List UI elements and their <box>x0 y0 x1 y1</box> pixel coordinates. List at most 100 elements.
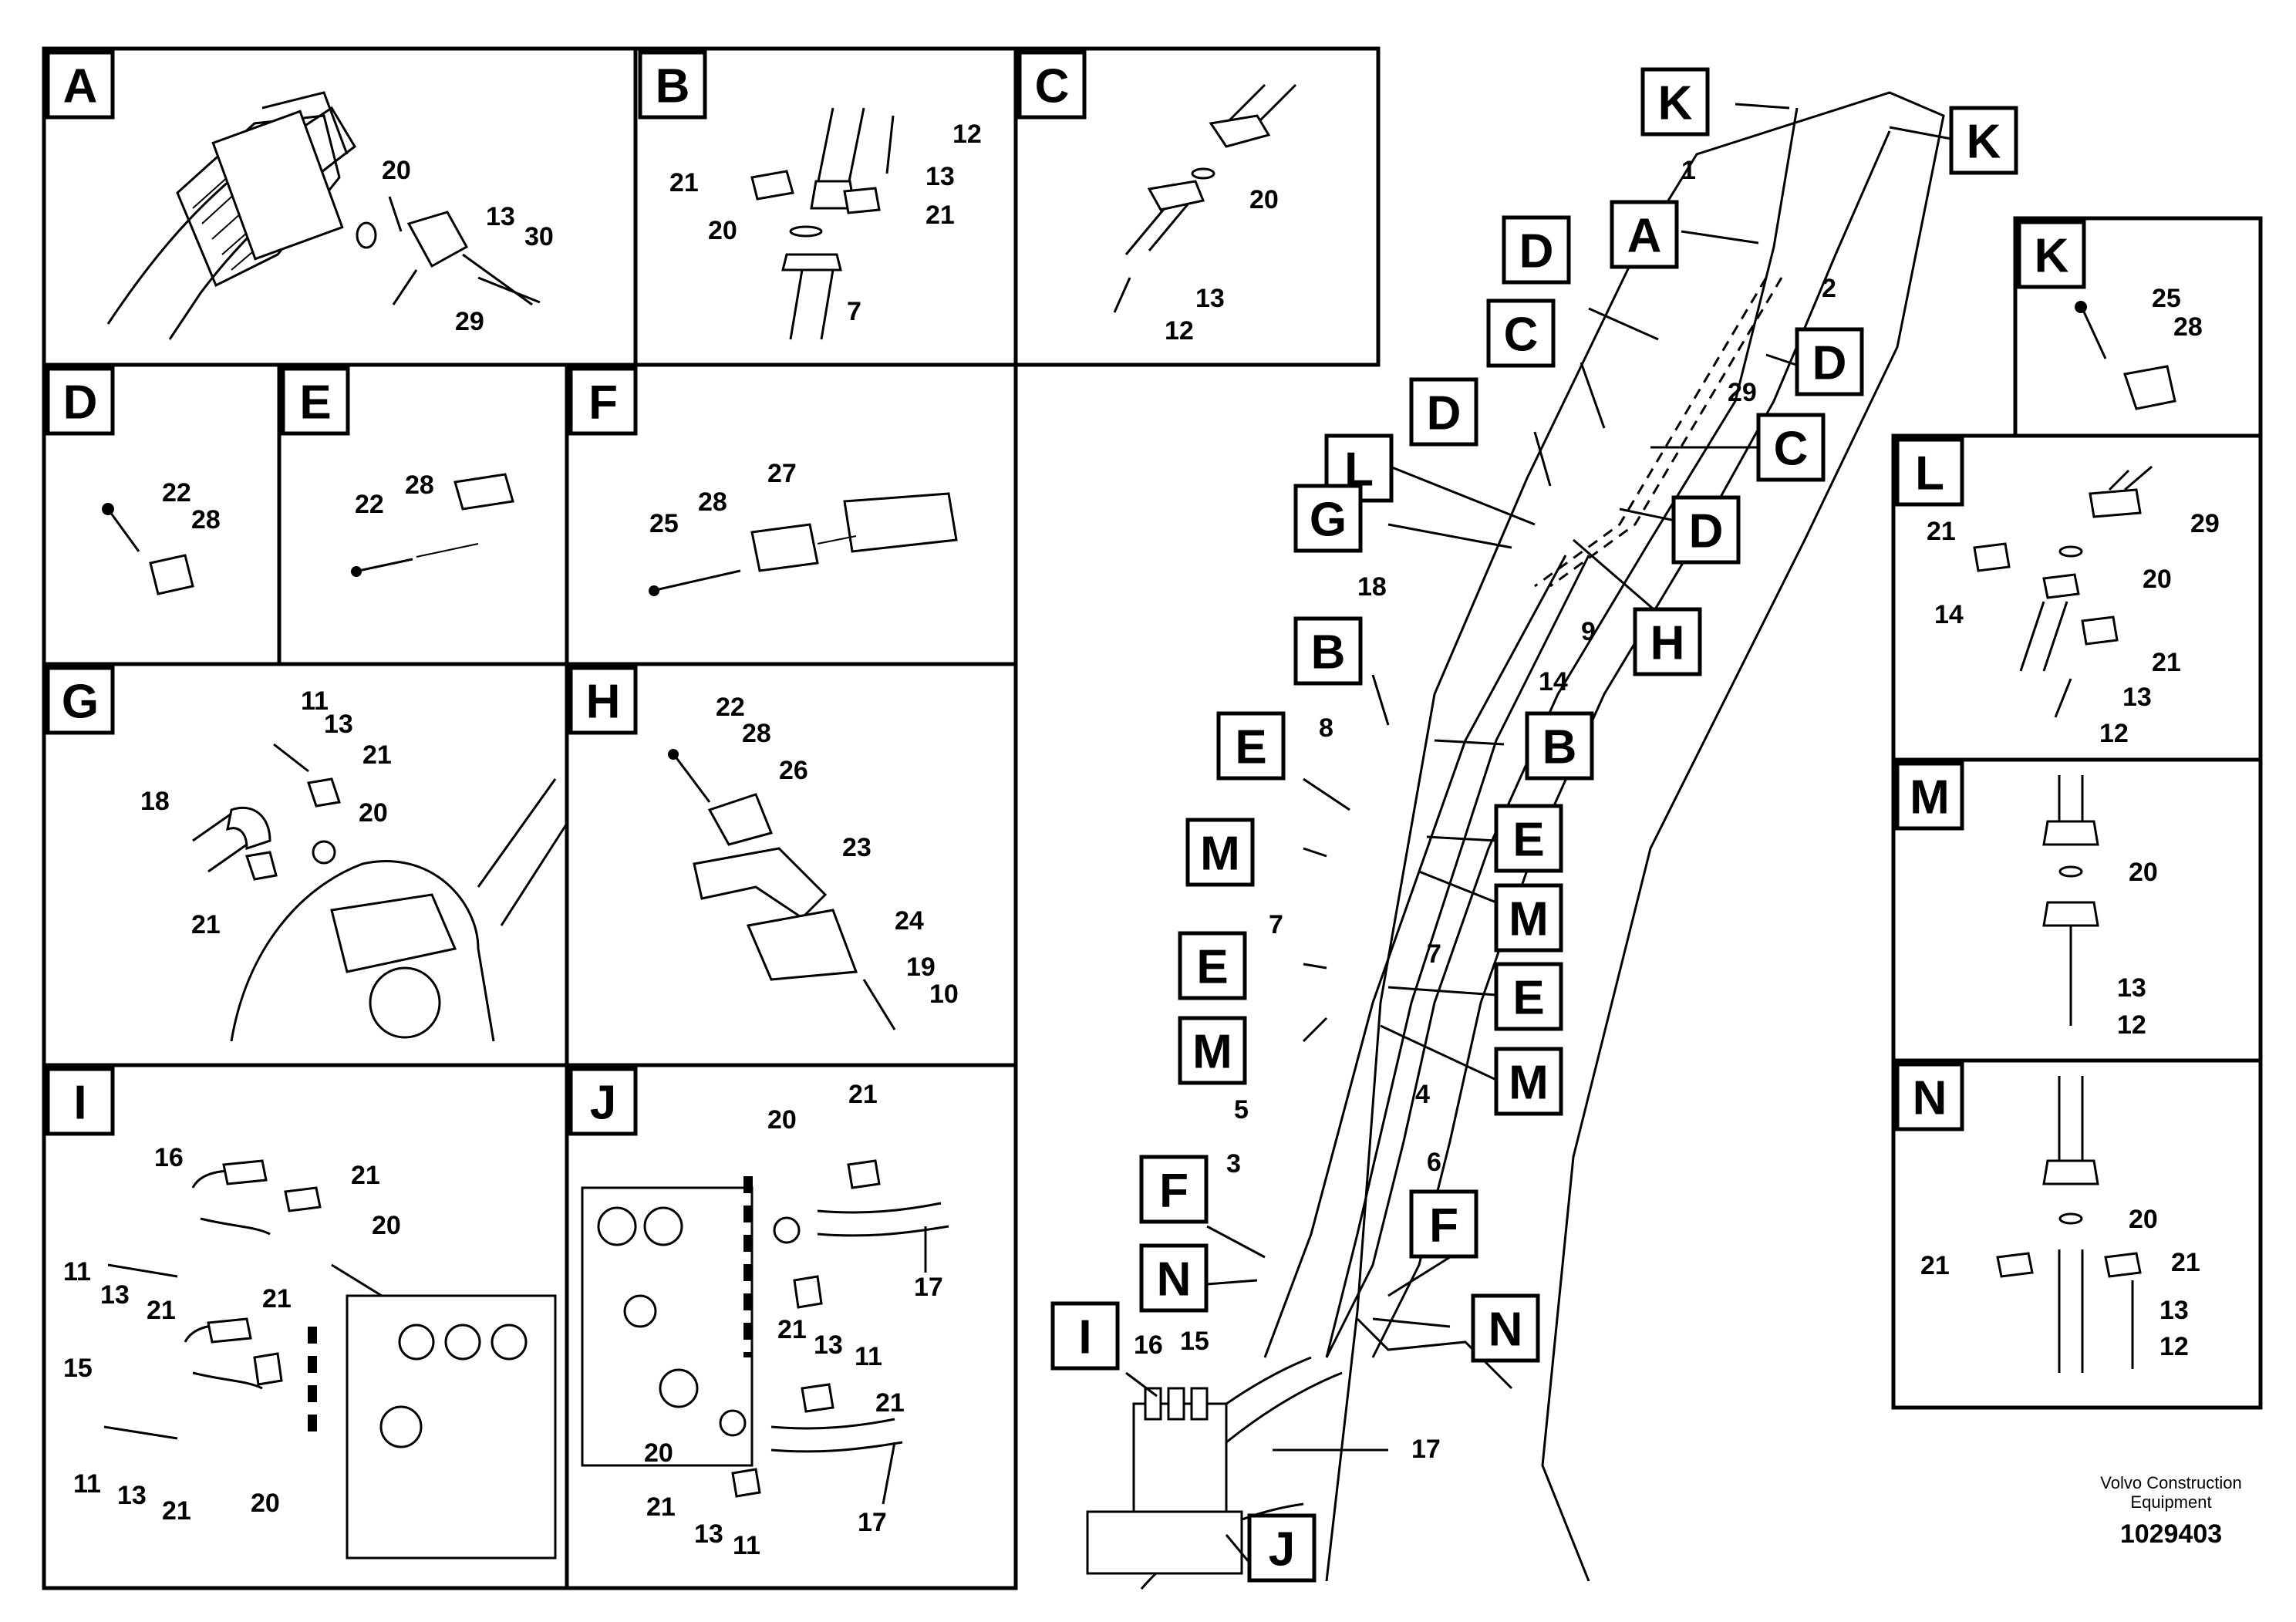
main-tag: E <box>1494 962 1563 1031</box>
callout: 30 <box>524 222 554 251</box>
callout: 3 <box>1226 1149 1241 1179</box>
callout: 20 <box>2129 858 2158 887</box>
callout: 21 <box>646 1492 676 1522</box>
main-tag: C <box>1486 298 1556 368</box>
brand-line-2: Equipment <box>2130 1492 2211 1512</box>
panel-g: G 11 13 21 18 20 21 <box>42 662 572 1067</box>
callout: 21 <box>191 910 221 939</box>
callout: 13 <box>117 1481 147 1510</box>
panel-j: J 20 21 17 21 13 11 21 20 21 13 11 17 <box>565 1063 1018 1590</box>
callout: 25 <box>649 509 679 538</box>
svg-text:D: D <box>1519 225 1554 278</box>
callout: 21 <box>362 740 392 770</box>
panel-d-tag: D <box>63 376 98 430</box>
main-tag: M <box>1494 1047 1563 1116</box>
svg-text:B: B <box>1542 721 1577 774</box>
callout: 21 <box>875 1388 905 1418</box>
panel-k-tag: K <box>2035 230 2069 283</box>
callout: 10 <box>929 980 959 1009</box>
callout: 7 <box>1269 910 1283 939</box>
main-tag: H <box>1633 607 1702 676</box>
panel-i-tag: I <box>73 1077 86 1130</box>
main-tag: K <box>1640 67 1710 137</box>
callout: 21 <box>351 1161 380 1190</box>
callout: 11 <box>63 1257 91 1286</box>
callout: 19 <box>906 953 936 982</box>
callout: 21 <box>925 201 955 230</box>
callout: 24 <box>895 906 924 936</box>
callout: 21 <box>1927 517 1956 546</box>
panel-d: D 22 28 <box>42 363 282 666</box>
main-tag: D <box>1502 215 1571 285</box>
callout: 20 <box>372 1211 401 1240</box>
panel-b-tag: B <box>656 60 690 113</box>
panel-k: K 25 28 <box>2013 216 2263 438</box>
callout: 20 <box>359 798 388 828</box>
svg-text:E: E <box>1235 721 1266 774</box>
svg-text:G: G <box>1310 494 1347 547</box>
callout: 28 <box>191 505 221 534</box>
callout: 13 <box>2117 973 2146 1003</box>
panel-e: E 22 28 <box>277 363 569 666</box>
main-tag: K <box>1949 106 2018 175</box>
svg-text:J: J <box>1269 1523 1295 1576</box>
svg-text:B: B <box>1311 626 1346 679</box>
callout: 18 <box>1357 572 1387 602</box>
main-tag: E <box>1178 931 1247 1000</box>
callout: 11 <box>73 1469 101 1499</box>
callout: 22 <box>355 490 384 519</box>
panel-l-tag: L <box>1915 447 1944 501</box>
main-tag: I <box>1050 1301 1120 1371</box>
panel-l: L 29 21 20 14 21 13 12 <box>1891 433 2263 762</box>
callout: 21 <box>777 1315 807 1344</box>
svg-text:M: M <box>1192 1026 1232 1079</box>
callout: 9 <box>1581 617 1596 646</box>
callout: 20 <box>1249 185 1279 214</box>
panel-n-tag: N <box>1913 1072 1947 1125</box>
main-tag: M <box>1185 818 1255 887</box>
callout: 6 <box>1427 1148 1441 1177</box>
main-tag: A <box>1610 200 1679 269</box>
main-tag: F <box>1139 1155 1209 1224</box>
callout: 29 <box>455 307 484 336</box>
callout: 20 <box>644 1438 673 1468</box>
callout: 11 <box>855 1342 882 1371</box>
callout: 20 <box>2143 565 2172 594</box>
callout: 15 <box>1180 1327 1209 1356</box>
callout: 13 <box>814 1330 843 1360</box>
callout: 20 <box>767 1105 797 1135</box>
callout: 7 <box>1427 939 1441 969</box>
callout: 20 <box>708 216 737 245</box>
callout: 7 <box>847 297 861 326</box>
svg-text:F: F <box>1429 1199 1458 1253</box>
callout: 22 <box>716 693 745 722</box>
svg-text:E: E <box>1196 941 1228 994</box>
callout: 28 <box>405 470 434 500</box>
panel-b: B 12 21 13 20 21 7 <box>633 46 1018 367</box>
brand-line-1: Volvo Construction <box>2100 1473 2241 1492</box>
callout: 23 <box>842 833 872 862</box>
svg-text:M: M <box>1509 893 1549 946</box>
svg-text:C: C <box>1504 309 1539 362</box>
callout: 4 <box>1415 1080 1430 1109</box>
callout: 12 <box>2099 719 2129 748</box>
main-tag: E <box>1216 711 1286 781</box>
callout: 13 <box>100 1280 130 1310</box>
callout: 1 <box>1681 156 1696 185</box>
main-tag: C <box>1756 413 1826 482</box>
panel-m-tag: M <box>1910 771 1950 824</box>
svg-text:N: N <box>1157 1253 1192 1307</box>
panel-e-tag: E <box>299 376 331 430</box>
svg-text:H: H <box>1650 617 1685 670</box>
main-tag: B <box>1293 616 1363 686</box>
callout: 20 <box>2129 1205 2158 1234</box>
doc-number: 1029403 <box>2120 1519 2222 1549</box>
callout: 2 <box>1822 274 1836 303</box>
main-tag: B <box>1525 711 1594 781</box>
main-tag: N <box>1139 1243 1209 1313</box>
callout: 21 <box>669 168 699 197</box>
svg-text:D: D <box>1689 505 1724 558</box>
callout: 5 <box>1234 1095 1249 1125</box>
callout: 29 <box>1728 378 1757 407</box>
svg-text:E: E <box>1512 814 1544 867</box>
